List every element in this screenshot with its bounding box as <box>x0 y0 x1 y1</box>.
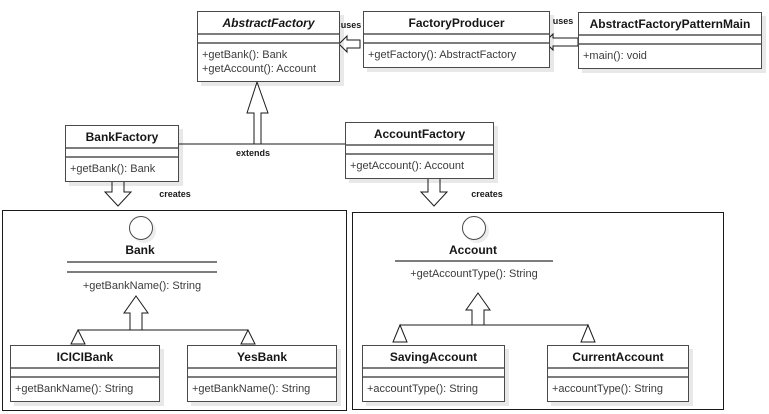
currentaccount-inherit-arrow <box>580 323 596 343</box>
bank-interface-icon <box>129 216 153 240</box>
class-savingaccount-attrs-empty <box>363 369 504 378</box>
class-currentaccount: CurrentAccount +accountType(): String <box>547 345 689 402</box>
class-savingaccount: SavingAccount +accountType(): String <box>362 345 505 402</box>
account-interface-name: Account <box>449 243 497 257</box>
class-factoryproducer-attrs-empty <box>364 35 549 44</box>
class-icicibank-method-getbankname: +getBankName(): String <box>15 383 134 395</box>
package-account <box>352 212 724 410</box>
class-yesbank-method-getbankname: +getBankName(): String <box>192 383 311 395</box>
class-abstractfactory-method-getaccount: +getAccount(): Account <box>202 63 317 75</box>
yesbank-inherit-arrow <box>240 328 256 345</box>
account-interface-method-getaccounttype: +getAccountType(): String <box>410 268 538 280</box>
class-yesbank: YesBank +getBankName(): String <box>187 345 337 402</box>
class-abstractfactorypatternmain: AbstractFactoryPatternMain +main(): void <box>578 12 762 69</box>
class-currentaccount-attrs-empty <box>548 369 688 378</box>
class-accountfactory: AccountFactory +getAccount(): Account <box>345 122 494 179</box>
class-accountfactory-title: AccountFactory <box>346 123 493 146</box>
class-currentaccount-method-accounttype: +accountType(): String <box>552 383 663 395</box>
creates-label-right: creates <box>471 189 503 199</box>
class-bankfactory-method-getbank: +getBank(): Bank <box>70 163 156 175</box>
class-patternmain-title: AbstractFactoryPatternMain <box>579 13 761 36</box>
class-factoryproducer: FactoryProducer +getFactory(): AbstractF… <box>363 11 550 68</box>
class-abstractfactory: AbstractFactory +getBank(): Bank +getAcc… <box>197 11 340 82</box>
class-abstractfactory-attrs-empty <box>198 35 339 44</box>
extends-arrow <box>246 80 269 145</box>
bank-interface-separator-1 <box>67 261 217 263</box>
class-patternmain-method-main: +main(): void <box>583 50 647 62</box>
class-abstractfactory-method-getbank: +getBank(): Bank <box>202 49 288 61</box>
uses-arrow-factoryproducer <box>338 34 361 54</box>
extends-label: extends <box>235 148 270 158</box>
bank-interface-method-getbankname: +getBankName(): String <box>82 280 202 292</box>
class-accountfactory-method-getaccount: +getAccount(): Account <box>350 160 465 172</box>
class-currentaccount-title: CurrentAccount <box>548 346 688 369</box>
creates-arrow-left <box>103 179 133 207</box>
class-icicibank-title: ICICIBank <box>11 346 159 369</box>
account-interface-icon <box>462 216 486 240</box>
icicibank-inherit-arrow <box>70 328 86 345</box>
creates-label-left: creates <box>159 189 191 199</box>
class-savingaccount-title: SavingAccount <box>363 346 504 369</box>
class-accountfactory-attrs-empty <box>346 146 493 155</box>
uses-label-1: uses <box>340 20 362 30</box>
uses-label-2: uses <box>552 16 574 26</box>
class-bankfactory-title: BankFactory <box>66 126 178 149</box>
class-icicibank: ICICIBank +getBankName(): String <box>10 345 160 402</box>
class-abstractfactory-title: AbstractFactory <box>198 12 339 35</box>
bank-interface-separator-2 <box>67 271 217 273</box>
package-bank <box>2 210 347 411</box>
class-factoryproducer-method-getfactory: +getFactory(): AbstractFactory <box>368 49 517 61</box>
account-interface-separator <box>395 260 553 262</box>
class-yesbank-attrs-empty <box>188 369 336 378</box>
account-inherit-big-arrow <box>465 292 491 326</box>
class-yesbank-title: YesBank <box>188 346 336 369</box>
class-bankfactory: BankFactory +getBank(): Bank <box>65 125 179 182</box>
class-bankfactory-attrs-empty <box>66 149 178 158</box>
class-icicibank-attrs-empty <box>11 369 159 378</box>
bank-inherit-big-arrow <box>123 295 149 331</box>
savingaccount-inherit-arrow <box>392 323 408 343</box>
class-factoryproducer-title: FactoryProducer <box>364 12 549 35</box>
class-savingaccount-method-accounttype: +accountType(): String <box>367 383 478 395</box>
creates-arrow-right <box>419 177 449 207</box>
bank-interface-name: Bank <box>125 243 155 257</box>
class-patternmain-attrs-empty <box>579 36 761 45</box>
